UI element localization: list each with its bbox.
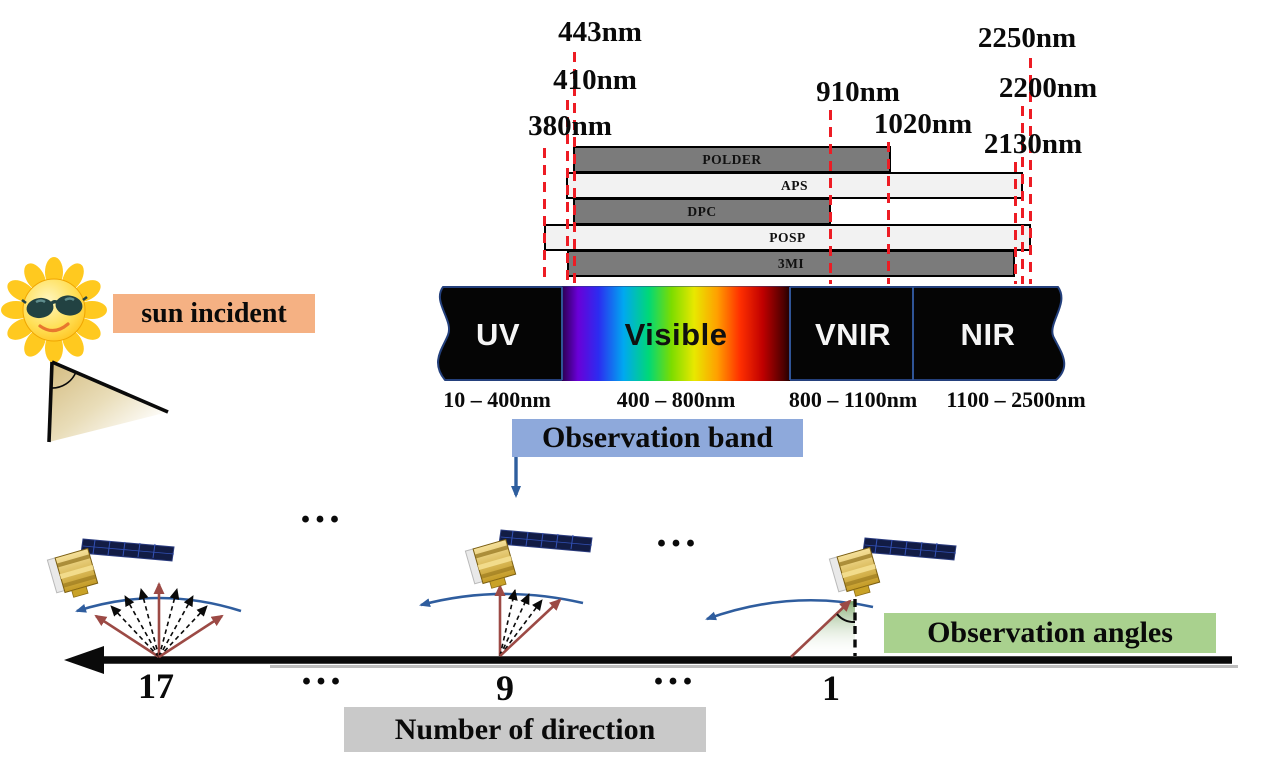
dashed-line-2200 [1021, 106, 1024, 284]
instrument-label-3mi: 3MI [777, 255, 805, 271]
observation-fan-17 [75, 582, 242, 659]
dashed-line-910 [829, 110, 832, 284]
instrument-bar-polder: POLDER [573, 146, 891, 173]
dashed-line-410 [566, 100, 569, 284]
swath-arc [705, 598, 874, 621]
observation-fan-1 [705, 598, 874, 658]
ellipsis-bottom-left: ... [301, 648, 345, 694]
dashed-line-443 [573, 52, 576, 284]
swath-arc [419, 592, 584, 608]
ellipsis-bottom-right: ... [653, 648, 697, 694]
range-label-vnir: 800 – 1100nm [788, 387, 918, 412]
instrument-bar-3mi: 3MI [567, 250, 1015, 277]
view-angle-arc [836, 613, 856, 624]
instrument-label-polder: POLDER [702, 151, 762, 167]
wavelength-label-410: 410nm [553, 64, 637, 96]
direction-number-1: 1 [822, 668, 840, 708]
instrument-bar-posp: POSP [544, 224, 1031, 251]
direction-number-17: 17 [138, 666, 174, 706]
range-label-visible: 400 – 800nm [616, 387, 736, 412]
incident-angle-arc [50, 371, 77, 389]
spectrum-bar [437, 286, 1066, 381]
instrument-label-posp: POSP [769, 229, 806, 245]
instrument-bar-aps: APS [566, 172, 1023, 199]
number-of-direction-label: Number of direction [344, 707, 706, 752]
swath-arc [75, 596, 242, 613]
wavelength-label-2130: 2130nm [983, 128, 1083, 160]
satellite-icon [464, 528, 594, 594]
wavelength-label-910: 910nm [816, 76, 900, 108]
band-label-nir: NIR [960, 317, 1016, 352]
sunglasses-icon [21, 295, 88, 319]
instrument-label-aps: APS [780, 177, 808, 193]
sun-icon [1, 257, 107, 363]
direction-number-9: 9 [496, 668, 514, 708]
ellipsis-top-left: ... [300, 486, 344, 532]
visible-spectrum-gradient [562, 286, 790, 381]
dashed-line-2250 [1029, 58, 1032, 284]
satellite-icon [46, 537, 176, 603]
axis-arrowhead [64, 646, 104, 674]
wavelength-label-2250: 2250nm [977, 22, 1077, 54]
wavelength-label-443: 443nm [558, 16, 642, 48]
wavelength-label-380: 380nm [528, 110, 612, 142]
observation-fan-9 [419, 584, 584, 657]
range-label-nir: 1100 – 2500nm [946, 387, 1086, 412]
range-label-uv: 10 – 400nm [443, 387, 551, 412]
view-angle-wedge [791, 601, 855, 656]
dashed-line-1020 [887, 142, 890, 284]
wavelength-label-1020: 1020nm [873, 108, 973, 140]
sun-incident-label: sun incident [113, 294, 315, 333]
band-label-visible: Visible [624, 317, 728, 352]
instrument-bar-dpc: DPC [573, 198, 831, 225]
instrument-label-dpc: DPC [687, 203, 717, 219]
satellite-icon [828, 536, 958, 602]
band-label-vnir: VNIR [814, 317, 892, 352]
dashed-line-2130 [1014, 162, 1017, 284]
observation-angles-label: Observation angles [884, 613, 1216, 653]
band-label-uv: UV [475, 317, 521, 352]
observation-band-label: Observation band [512, 419, 803, 457]
incident-angle-triangle [47, 360, 169, 443]
dashed-line-380 [543, 148, 546, 284]
ellipsis-top-right: ... [656, 510, 700, 556]
wavelength-label-2200: 2200nm [998, 72, 1098, 104]
